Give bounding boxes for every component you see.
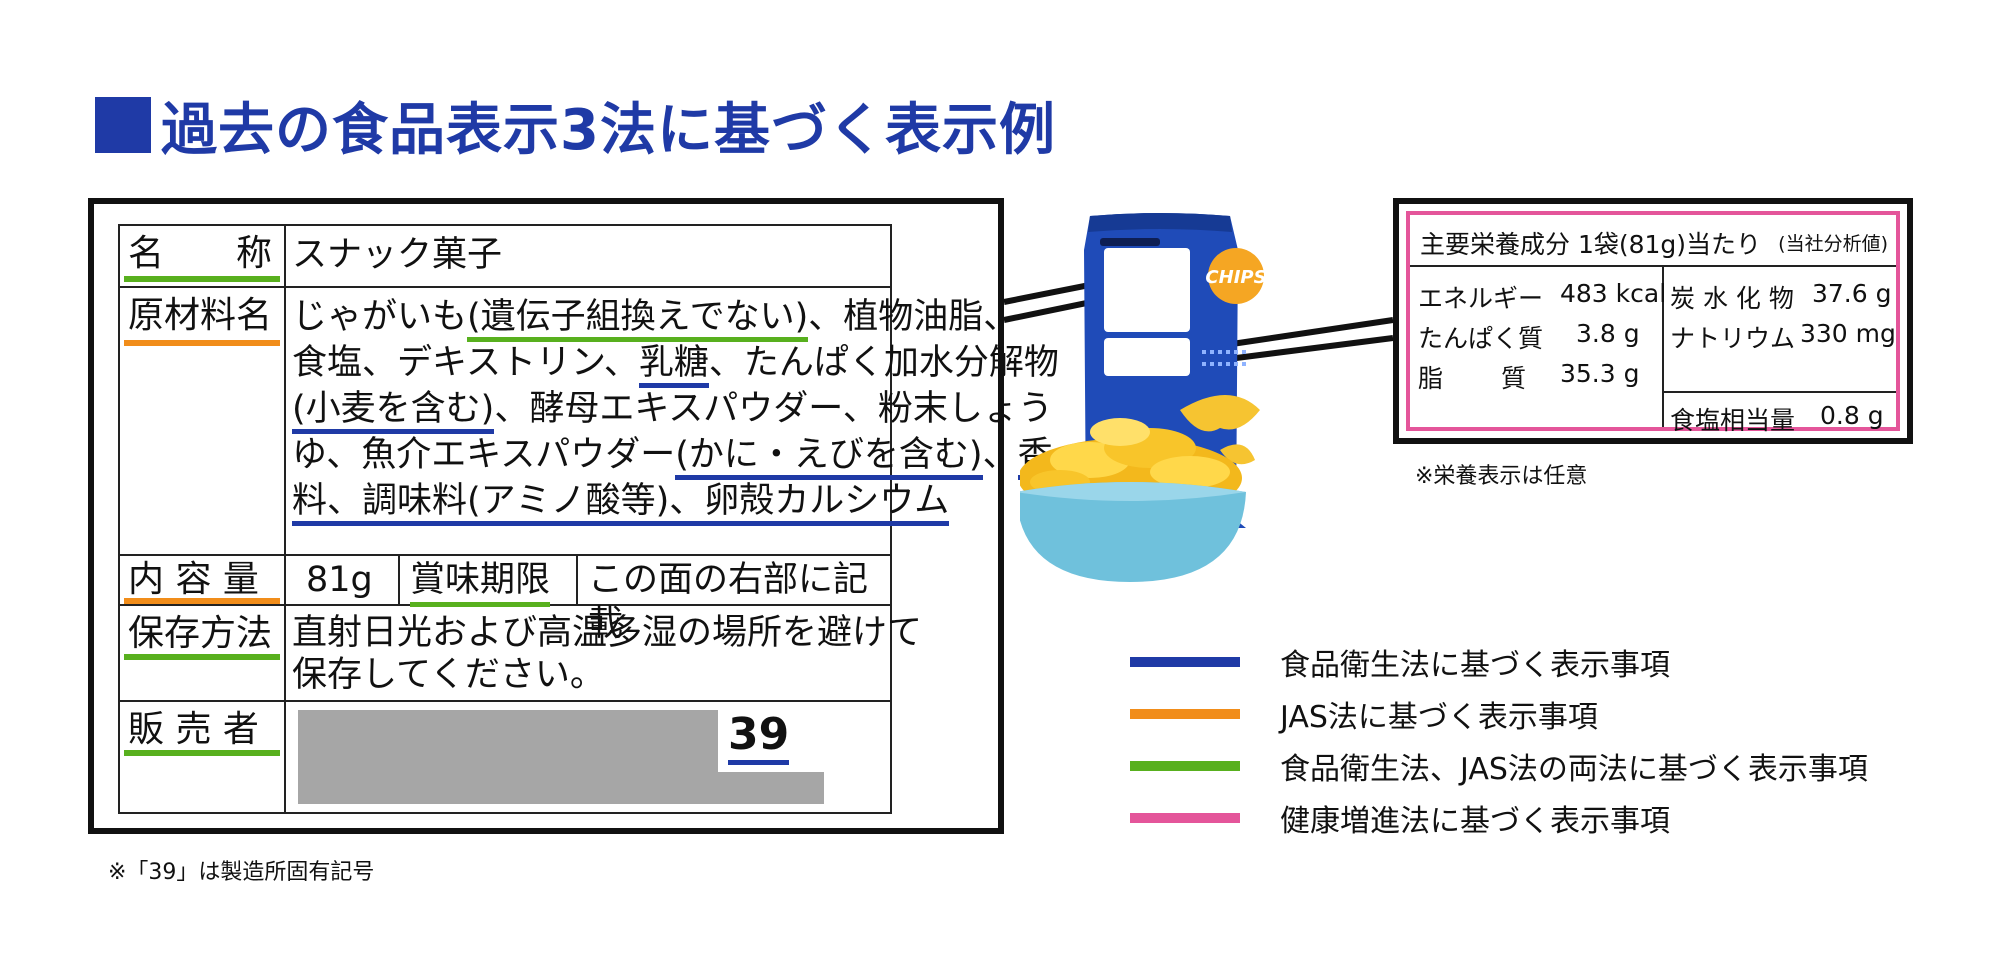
legend-item-jas: JAS法に基づく表示事項 — [1130, 694, 1598, 735]
ingredient-text: 、酵母エキスパウダー、粉末しょう — [494, 389, 1053, 429]
divider — [398, 556, 400, 604]
nutrition-table: 主要栄養成分 1袋(81g)当たり (当社分析値) エネルギー 483 kcal… — [1406, 211, 1900, 435]
row-name: 名 称 スナック菓子 — [120, 226, 890, 288]
row-name-label: 名 称 — [128, 233, 273, 274]
legend-swatch-pink — [1130, 813, 1240, 823]
row-quantity: 内 容 量 81g 賞味期限 この面の右部に記載 — [120, 556, 890, 644]
nutrition-header-note: (当社分析値) — [1778, 233, 1888, 255]
brand-text: CHIPS — [1205, 267, 1266, 288]
legend-swatch-blue — [1130, 657, 1240, 667]
allergen-lactose: 乳糖 — [638, 343, 709, 388]
row-storage-label-cell: 保存方法 — [120, 606, 286, 700]
bag-dots — [1202, 350, 1246, 366]
row-name-value: スナック菓子 — [292, 235, 503, 275]
brand-badge — [1208, 248, 1264, 304]
green-underline — [124, 750, 280, 756]
row-ingredients: 原材料名 じゃがいも(遺伝子組換えでない)、植物油脂、 食塩、デキストリン、乳糖… — [120, 288, 1059, 556]
row-ingredients-label: 原材料名 — [128, 295, 273, 336]
bowl-rim — [1020, 482, 1246, 501]
storage-value: 直射日光および高温多湿の場所を避けて 保存してください。 — [292, 612, 923, 696]
row-quantity-label-cell: 内 容 量 — [120, 556, 286, 604]
legend-item-food-sanitation: 食品衛生法に基づく表示事項 — [1130, 642, 1670, 683]
green-underline — [124, 654, 280, 660]
page-title: 過去の食品表示3法に基づく表示例 — [95, 85, 1056, 165]
food-label-table: 名 称 スナック菓子 原材料名 じゃがいも(遺伝子組換えでない)、植物油脂、 食… — [118, 224, 1059, 814]
row-storage: 保存方法 直射日光および高温多湿の場所を避けて 保存してください。 — [120, 606, 923, 702]
legend-item-both: 食品衛生法、JAS法の両法に基づく表示事項 — [1130, 746, 1868, 787]
nutrition-note: ※栄養表示は任意 — [1415, 464, 1588, 489]
divider — [1662, 267, 1664, 427]
nutrient-name: 食塩相当量 — [1670, 406, 1796, 435]
legend-item-health: 健康増進法に基づく表示事項 — [1130, 798, 1670, 839]
row-ingredients-label-cell: 原材料名 — [120, 288, 286, 554]
ingredient-text: 、植物油脂、 — [808, 297, 1019, 337]
best-before-label: 賞味期限 — [410, 558, 551, 607]
ingredient-text: 食塩、デキストリン、 — [292, 343, 639, 383]
bag-slot — [1100, 238, 1160, 246]
nutrient-value: 37.6 g — [1812, 279, 1892, 308]
nutrient-value: 330 mg — [1800, 319, 1896, 348]
ingredient-text: 、 — [982, 435, 1018, 475]
redacted-seller-block — [298, 710, 718, 804]
orange-underline — [124, 340, 280, 346]
row-storage-label: 保存方法 — [128, 613, 273, 654]
nutrient-value: 35.3 g — [1560, 359, 1640, 388]
row-seller-label-cell: 販 売 者 — [120, 702, 286, 812]
nutrient-value: 3.8 g — [1576, 319, 1640, 348]
title-square-icon — [95, 97, 151, 153]
chips-illustration: CHIPS — [1020, 213, 1267, 582]
row-seller-label: 販 売 者 — [128, 709, 259, 750]
orange-underline — [124, 598, 280, 604]
allergen-shellfish: (かに・えびを含む) — [675, 435, 983, 480]
ingredients-text: じゃがいも(遺伝子組換えでない)、植物油脂、 食塩、デキストリン、乳糖、たんぱく… — [292, 294, 1059, 526]
legend-label: JAS法に基づく表示事項 — [1280, 700, 1598, 735]
legend-label: 食品衛生法に基づく表示事項 — [1280, 648, 1670, 683]
redacted-seller-block — [718, 772, 824, 804]
nutrition-panel: 主要栄養成分 1袋(81g)当たり (当社分析値) エネルギー 483 kcal… — [1393, 198, 1913, 444]
green-underline — [124, 276, 280, 282]
manufacturer-code: 39 — [728, 710, 790, 765]
code-note: ※「39」は製造所固有記号 — [108, 860, 375, 885]
legend-swatch-green — [1130, 761, 1240, 771]
nutrient-name: 脂 質 — [1418, 364, 1526, 393]
allergen-wheat: (小麦を含む) — [292, 389, 495, 434]
nutrition-header-title: 主要栄養成分 1袋(81g)当たり — [1420, 230, 1762, 259]
nutrient-name: 炭 水 化 物 — [1670, 284, 1794, 313]
nutrient-value: 483 kcal — [1560, 279, 1667, 308]
nutrient-value: 0.8 g — [1820, 401, 1884, 430]
food-label: 名 称 スナック菓子 原材料名 じゃがいも(遺伝子組換えでない)、植物油脂、 食… — [88, 198, 1059, 834]
ingredient-text: ゆ、魚介エキスパウダー — [292, 435, 676, 475]
storage-line-1: 直射日光および高温多湿の場所を避けて — [292, 613, 923, 653]
bowl — [1020, 482, 1246, 582]
quantity-value: 81g — [306, 560, 373, 600]
divider — [576, 556, 578, 604]
divider — [1662, 391, 1896, 393]
nutrient-name: ナトリウム — [1670, 324, 1796, 353]
additives-text: 料、調味料(アミノ酸等)、卵殻カルシウム — [292, 481, 950, 526]
ingredient-gmo-note: (遺伝子組換えでない) — [467, 297, 809, 342]
ingredient-text: 、たんぱく加水分解物 — [708, 343, 1059, 383]
best-before-value: この面の右部に記載 — [588, 560, 869, 644]
ingredient-text: じゃがいも — [292, 297, 468, 337]
row-name-label-cell: 名 称 — [120, 226, 286, 286]
bag-nutrition-window — [1104, 338, 1190, 376]
chips-bag-top — [1088, 213, 1232, 232]
nutrient-name: たんぱく質 — [1418, 324, 1544, 353]
row-quantity-label: 内 容 量 — [128, 559, 259, 600]
bag-label-window — [1104, 248, 1190, 332]
bag-chip-graphic — [1180, 395, 1260, 432]
nutrition-header: 主要栄養成分 1袋(81g)当たり (当社分析値) — [1410, 215, 1896, 267]
row-seller: 販 売 者 39 — [120, 702, 890, 812]
nutrient-name: エネルギー — [1418, 284, 1544, 313]
title-text: 過去の食品表示3法に基づく表示例 — [161, 97, 1056, 163]
legend-label: 健康増進法に基づく表示事項 — [1280, 804, 1670, 839]
storage-line-2: 保存してください。 — [292, 655, 605, 695]
legend-swatch-orange — [1130, 709, 1240, 719]
legend-label: 食品衛生法、JAS法の両法に基づく表示事項 — [1280, 752, 1868, 787]
